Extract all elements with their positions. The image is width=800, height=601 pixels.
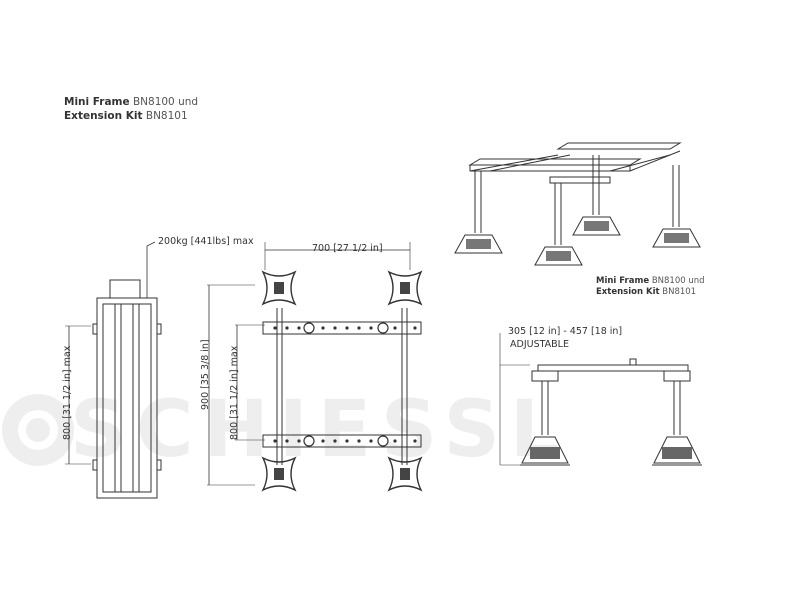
title-main: Mini Frame BN8100 und Extension Kit BN81…: [64, 95, 198, 123]
top-view: [207, 242, 423, 492]
length-inner-label: 800 [31 1/2 in] max: [229, 345, 240, 440]
title-iso-kit: Extension Kit: [596, 287, 660, 297]
front-view: [499, 333, 702, 466]
title-main-code: BN8100 und: [132, 96, 199, 108]
width-label: 700 [27 1/2 in]: [312, 243, 383, 254]
title-iso-product: Mini Frame: [596, 276, 650, 286]
title-main-kit: Extension Kit: [64, 110, 143, 122]
adjustable-label: ADJUSTABLE: [510, 339, 569, 350]
watermark-text: SCHIESSL: [70, 385, 570, 475]
title-iso-code: BN8100 und: [651, 276, 705, 286]
height-range-label: 305 [12 in] - 457 [18 in]: [508, 326, 623, 337]
iso-view: [454, 142, 701, 266]
title-main-product: Mini Frame: [64, 96, 130, 108]
watermark-logo-icon: [2, 394, 74, 466]
title-iso: Mini Frame BN8100 und Extension Kit BN81…: [596, 276, 705, 298]
length-total-label: 900 [35 3/8 in]: [200, 339, 211, 410]
side-view: [65, 241, 162, 499]
side-height-label: 800 [31 1/2 in] max: [62, 345, 73, 440]
title-iso-kit-code: BN8101: [662, 287, 697, 297]
load-max-label: 200kg [441lbs] max: [158, 236, 254, 247]
title-main-kit-code: BN8101: [145, 110, 188, 122]
